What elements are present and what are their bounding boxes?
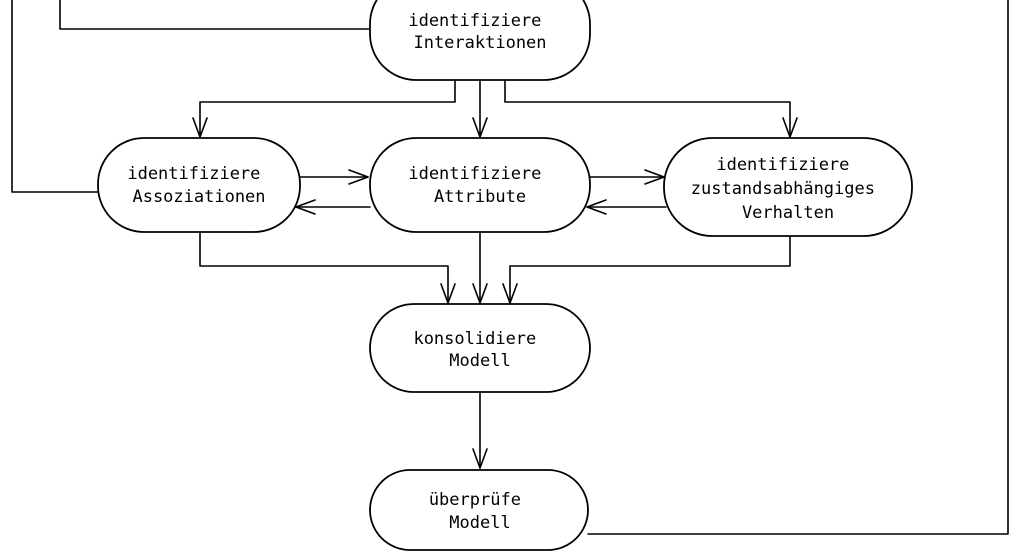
label-line: zustandsabhängiges: [691, 179, 875, 199]
edge-interaktionen-to-verhalten: [504, 79, 791, 138]
label-assoziationen: identifiziere Assoziationen: [127, 164, 270, 207]
label-line: Assoziationen: [132, 187, 265, 207]
label-attribute: identifiziere Attribute: [408, 164, 551, 207]
label-ueberpruefe: überprüfe Modell: [429, 490, 531, 533]
label-verhalten: identifiziere zustandsabhängiges Verhalt…: [691, 155, 885, 223]
arrowhead-assoziationen-top: [192, 117, 208, 138]
node-identifiziere-attribute: [369, 137, 591, 233]
label-line: Attribute: [434, 187, 526, 207]
label-line: Verhalten: [742, 203, 834, 223]
label-line: identifiziere: [408, 164, 541, 184]
arrowhead-attribute-left: [348, 169, 369, 185]
label-line: identifiziere: [127, 164, 260, 184]
label-line: identifiziere: [408, 11, 541, 31]
label-line: konsolidiere: [413, 329, 536, 349]
edge-ueberpruefe-feedback-right: [587, 0, 1009, 535]
arrowhead-konsolidiere-2: [472, 283, 488, 304]
label-interaktionen: identifiziere Interaktionen: [408, 11, 551, 53]
node-identifiziere-assoziationen: [97, 137, 301, 233]
arrowhead-konsolidiere-3: [502, 283, 518, 304]
label-line: Modell: [449, 351, 510, 371]
arrowhead-attribute-top: [472, 117, 488, 138]
label-line: identifiziere: [716, 155, 849, 175]
edge-interaktionen-to-assoziationen: [199, 79, 456, 138]
label-line: überprüfe: [429, 490, 521, 510]
node-ueberpruefe-modell: [369, 469, 589, 551]
edge-assoziationen-feedback-left: [11, 0, 99, 193]
arrowhead-attribute-right: [586, 199, 607, 215]
edge-verhalten-to-konsolidiere: [509, 235, 791, 304]
label-line: Interaktionen: [413, 33, 546, 53]
node-identifiziere-interaktionen: [369, 0, 591, 81]
label-line: Modell: [449, 513, 510, 533]
label-konsolidiere: konsolidiere Modell: [413, 329, 546, 371]
edge-interaktionen-feedback-left: [59, 0, 371, 30]
arrowhead-verhalten-top: [782, 117, 798, 138]
arrowhead-konsolidiere-1: [440, 283, 456, 304]
node-konsolidiere-modell: [369, 303, 591, 393]
edge-assoziationen-to-konsolidiere: [199, 231, 449, 304]
node-identifiziere-verhalten: [663, 137, 913, 237]
arrowhead-ueberpruefe-top: [472, 448, 488, 469]
